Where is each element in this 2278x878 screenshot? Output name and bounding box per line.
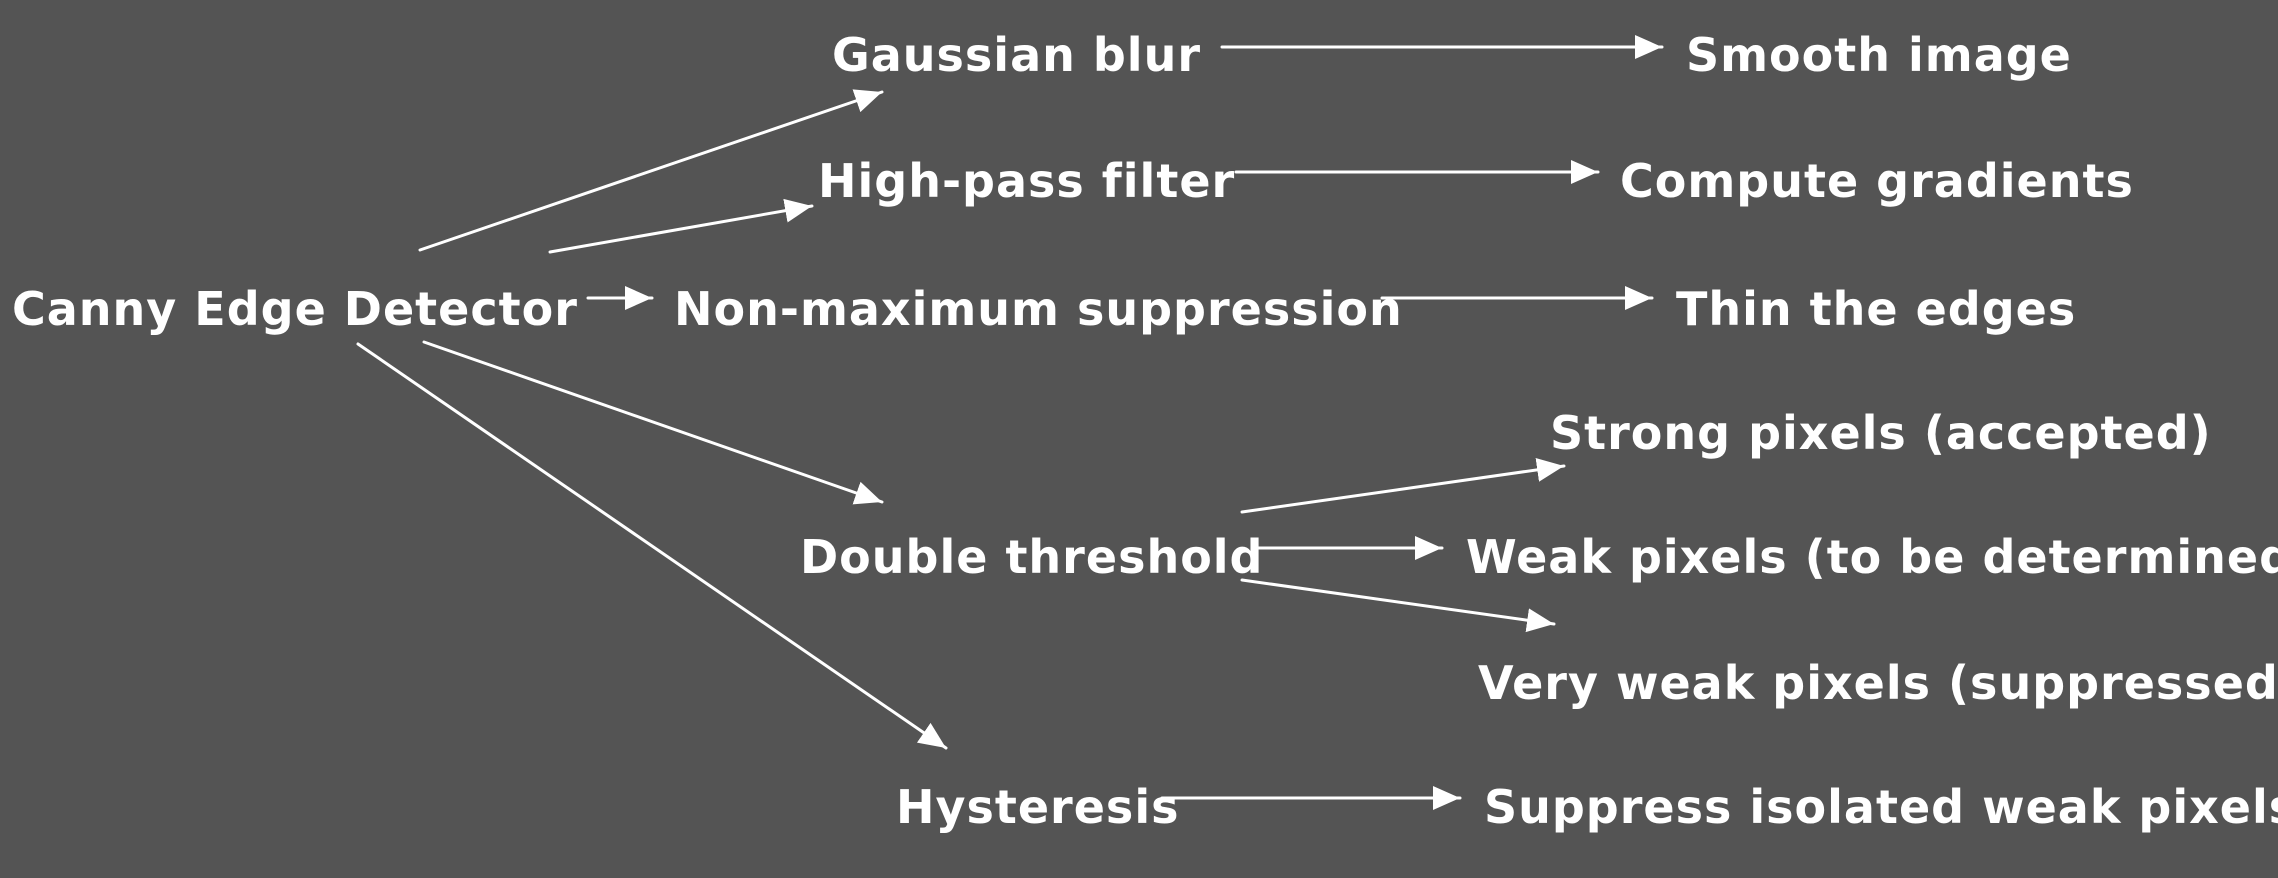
node-canny-edge-detector: Canny Edge Detector (12, 282, 578, 336)
node-high-pass-filter: High-pass filter (818, 154, 1236, 208)
node-weak-pixels: Weak pixels (to be determined (1466, 530, 2278, 584)
node-strong-pixels: Strong pixels (accepted) (1550, 406, 2212, 460)
node-very-weak-pixels: Very weak pixels (suppressed) (1478, 656, 2278, 710)
node-suppress-isolated-weak-pixels: Suppress isolated weak pixels (1484, 780, 2278, 834)
arrow-double-to-veryweak (1240, 578, 1556, 633)
node-double-threshold: Double threshold (800, 530, 1264, 584)
arrow-root-to-highpass (548, 198, 814, 254)
node-thin-the-edges: Thin the edges (1676, 282, 2077, 336)
arrow-root-to-double (422, 340, 884, 505)
node-smooth-image: Smooth image (1686, 28, 2072, 82)
node-non-maximum-suppression: Non-maximum suppression (674, 282, 1403, 336)
arrow-root-to-hysteresis (356, 342, 948, 750)
node-hysteresis: Hysteresis (896, 780, 1180, 834)
arrow-root-to-gaussian (418, 89, 884, 252)
node-compute-gradients: Compute gradients (1620, 154, 2134, 208)
node-gaussian-blur: Gaussian blur (832, 28, 1202, 82)
arrow-double-to-strong (1240, 457, 1566, 514)
